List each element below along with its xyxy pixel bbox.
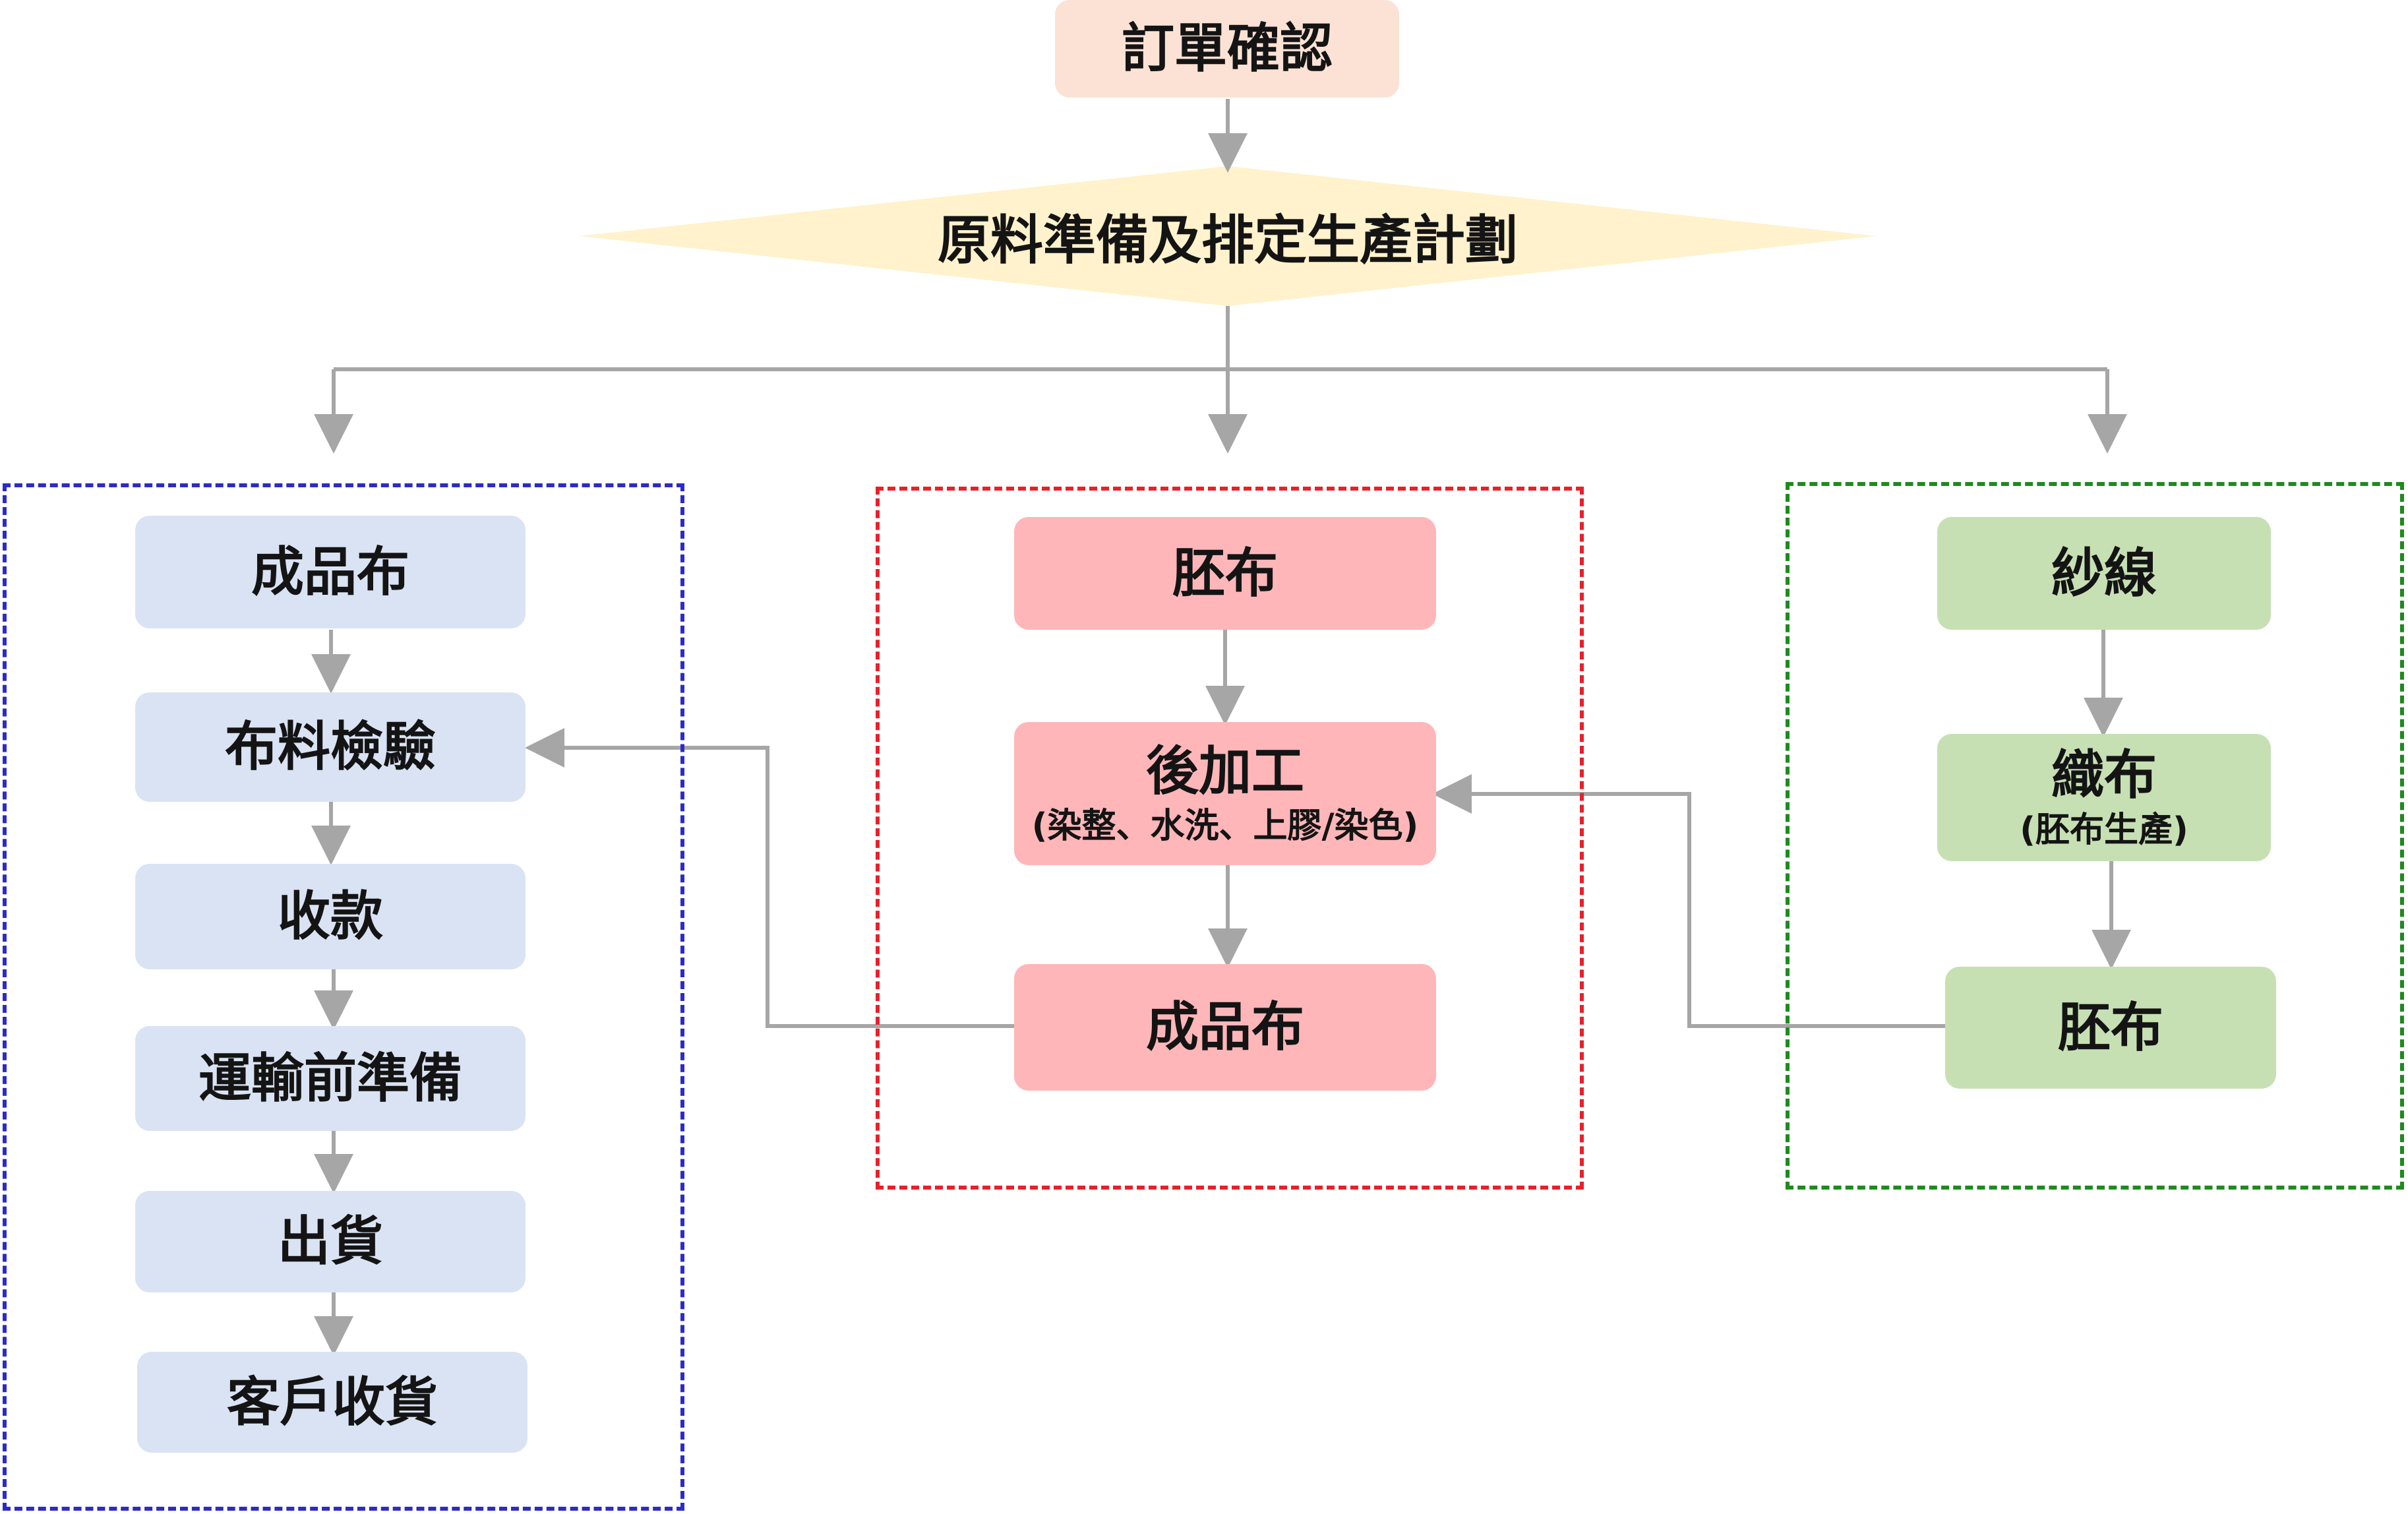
- decision-label: 原料準備及排定生產計劃: [938, 210, 1518, 271]
- middle-step-3-label: 成品布: [1146, 996, 1304, 1058]
- connector-right-to-middle: [1432, 774, 1945, 1028]
- middle-step-1: 胚布: [1014, 517, 1436, 630]
- decision-diamond: [579, 166, 1877, 306]
- left-step-1-label: 成品布: [251, 541, 409, 603]
- left-step-6: 客戶收貨: [137, 1352, 527, 1453]
- right-step-1-label: 紗線: [2051, 542, 2157, 604]
- right-step-2-sublabel: (胚布生產): [2020, 810, 2188, 850]
- left-step-3: 收款: [135, 864, 526, 969]
- middle-step-1-label: 胚布: [1172, 542, 1278, 604]
- middle-step-2-sublabel: (染整、水洗、上膠/染色): [1031, 806, 1419, 846]
- left-step-4: 運輸前準備: [135, 1026, 526, 1131]
- left-step-4-label: 運輸前準備: [198, 1047, 462, 1109]
- middle-group-frame: [876, 487, 1584, 1190]
- left-step-5: 出貨: [135, 1191, 526, 1292]
- left-step-2-label: 布料檢驗: [225, 716, 436, 777]
- left-step-1: 成品布: [135, 516, 526, 628]
- right-step-2: 織布 (胚布生產): [1937, 734, 2271, 861]
- connector-middle-to-left: [525, 728, 1014, 1028]
- right-group-frame: [1786, 482, 2404, 1190]
- left-step-6-label: 客戶收貨: [227, 1371, 438, 1433]
- start-label: 訂單確認: [1122, 18, 1333, 79]
- middle-step-2-label: 後加工: [1146, 740, 1304, 802]
- left-step-2: 布料檢驗: [135, 692, 526, 802]
- left-group-frame: [3, 483, 684, 1511]
- left-step-5-label: 出貨: [278, 1211, 383, 1272]
- middle-step-2: 後加工 (染整、水洗、上膠/染色): [1014, 722, 1436, 865]
- connectors: [311, 99, 2131, 1356]
- right-step-3: 胚布: [1945, 967, 2276, 1089]
- middle-step-3: 成品布: [1014, 964, 1436, 1091]
- right-step-2-label: 織布: [2051, 744, 2157, 806]
- right-step-3-label: 胚布: [2058, 996, 2163, 1058]
- left-step-3-label: 收款: [278, 886, 383, 947]
- start-node: 訂單確認: [1055, 0, 1399, 98]
- right-step-1: 紗線: [1937, 517, 2271, 630]
